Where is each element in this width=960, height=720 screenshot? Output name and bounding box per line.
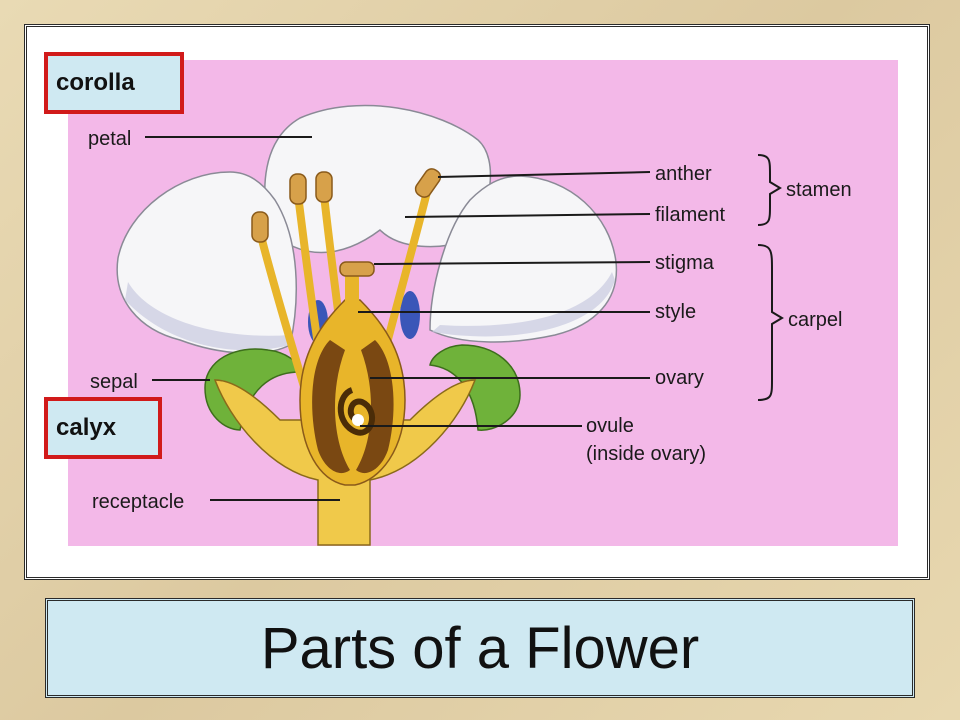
petal-shade-left (125, 282, 290, 351)
sepal-right (429, 344, 521, 431)
nectary-right (400, 291, 420, 339)
anther-1 (251, 211, 269, 243)
stamen-brace (757, 154, 782, 226)
label-ovule: ovule (586, 415, 634, 437)
leader-lines (145, 136, 651, 501)
petal-shade-right (432, 272, 615, 337)
label-carpel: carpel (788, 309, 842, 331)
title-box: Parts of a Flower (45, 598, 915, 698)
page-title: Parts of a Flower (260, 615, 700, 681)
carpel-brace (757, 244, 784, 401)
corolla-label: corolla (56, 69, 135, 96)
ovary-wall-left (312, 340, 350, 474)
label-stigma: stigma (655, 252, 715, 274)
calyx-label: calyx (56, 414, 117, 441)
petal-right (429, 175, 618, 343)
calyx-label-box: calyx (44, 397, 162, 459)
label-ovary: ovary (655, 367, 704, 389)
label-petal: petal (88, 128, 131, 150)
label-style: style (655, 301, 696, 323)
label-stamen: stamen (786, 179, 852, 201)
label-filament: filament (655, 204, 725, 226)
ovary-wall-right (356, 340, 394, 474)
anther-2 (289, 173, 307, 205)
ovule-core (352, 414, 364, 426)
ovule (337, 387, 375, 436)
label-anther: anther (655, 163, 712, 185)
filament-1 (258, 236, 309, 394)
label-ovule-note: (inside ovary) (586, 443, 706, 465)
anther-4 (414, 168, 442, 198)
stigma (339, 261, 375, 277)
corolla-label-box: corolla (44, 52, 184, 114)
label-receptacle: receptacle (92, 491, 184, 513)
label-sepal: sepal (90, 371, 138, 393)
anther-3 (315, 171, 333, 203)
